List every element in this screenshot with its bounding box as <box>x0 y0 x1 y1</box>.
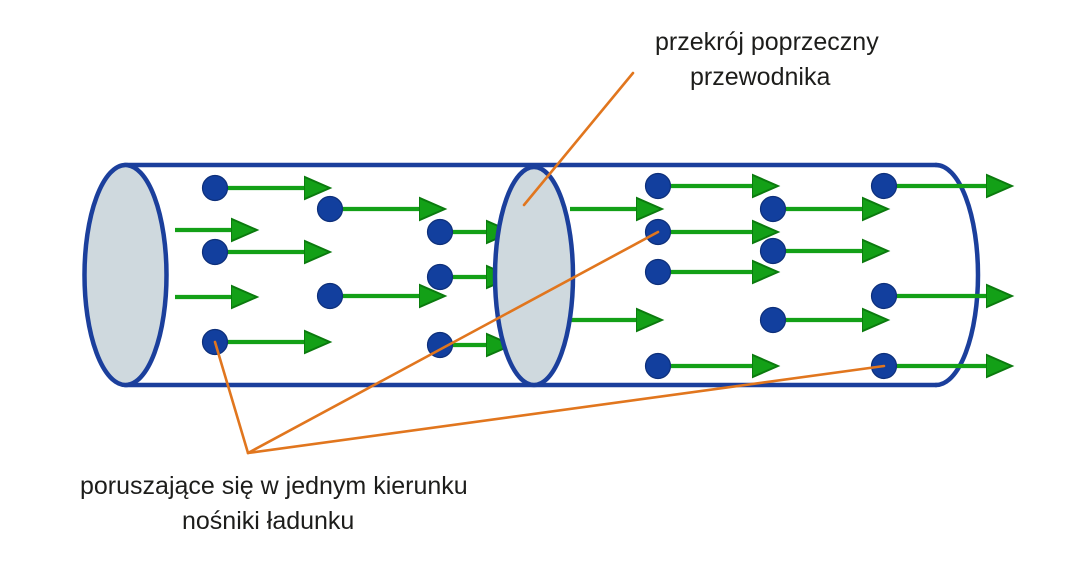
conductor-tube <box>82 162 981 388</box>
charge-carriers-label: poruszające się w jednym kierunku nośnik… <box>80 472 475 535</box>
cross-section-ellipse-icon <box>492 164 576 388</box>
charge-carrier-dot-icon <box>759 195 787 223</box>
charge-carrier-dot-icon <box>759 237 787 265</box>
charge-carrier-dot-icon <box>201 174 229 202</box>
charge-carriers-group <box>201 172 898 380</box>
cross-section-label: przekrój poprzeczny przewodnika <box>655 28 886 91</box>
cross-section-label-line1: przekrój poprzeczny <box>655 28 879 56</box>
velocity-arrows-group <box>175 164 991 388</box>
charge-carrier-dot-icon <box>201 238 229 266</box>
charge-carrier-dot-icon <box>644 352 672 380</box>
cross-section-leader-leader-line-icon <box>522 71 635 207</box>
charge-carriers-label-line2: nośniki ładunku <box>182 507 354 535</box>
carrier-leader-right-leader-line-icon <box>246 364 886 455</box>
charge-carrier-dot-icon <box>426 331 454 359</box>
conductor-right-cap-arc <box>933 162 981 388</box>
charge-carrier-dot-icon <box>316 195 344 223</box>
charge-carrier-dot-icon <box>426 218 454 246</box>
charge-carrier-dot-icon <box>644 172 672 200</box>
charge-carriers-label-line1: poruszające się w jednym kierunku <box>80 472 468 500</box>
charge-carrier-dot-icon <box>316 282 344 310</box>
leader-lines-group <box>213 71 886 455</box>
charge-carrier-dot-icon <box>644 258 672 286</box>
charge-carrier-dot-icon <box>870 282 898 310</box>
cross-section-label-line2: przewodnika <box>690 63 830 91</box>
conductor-left-cap-ellipse <box>82 162 169 388</box>
carrier-leader-mid-leader-line-icon <box>246 230 660 455</box>
charge-carrier-dot-icon <box>870 172 898 200</box>
charge-carrier-dot-icon <box>759 306 787 334</box>
charge-carrier-dot-icon <box>426 263 454 291</box>
carrier-leader-left-leader-line-icon <box>213 340 250 455</box>
